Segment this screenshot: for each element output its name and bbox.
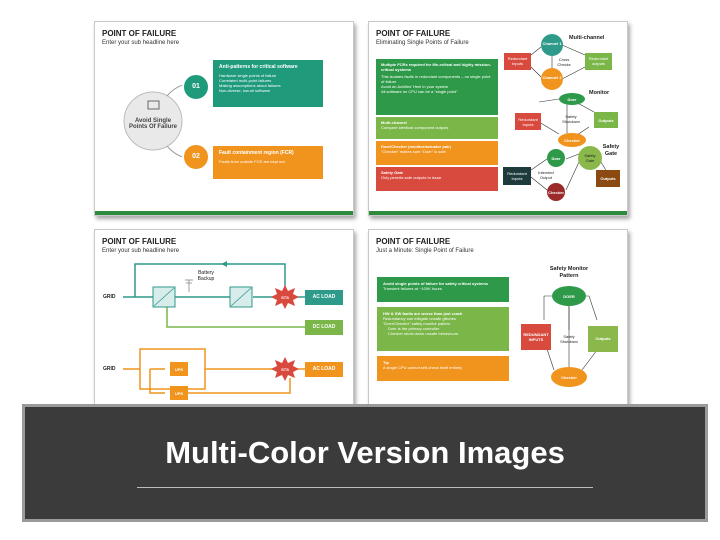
bullet: Compare identical component outputs — [381, 125, 449, 130]
slide-title: POINT OF FAILURE — [376, 29, 451, 38]
bullet: Checker shuts down unsafe behaviours — [388, 331, 459, 336]
hw-sw-faults-block: HW & SW faults are worse than just crash… — [377, 307, 509, 351]
diagram-title-safety-gate: Safety Gate — [602, 144, 620, 157]
fcr-card: Fault containment region (FCR) Faults fr… — [213, 146, 323, 179]
fcr-block: Multiple FCRs required for life-critical… — [376, 59, 498, 115]
item-number-02: 02 — [192, 153, 200, 160]
doer-checker-block: Doer/Checker (monitor/actuator pair) "Ch… — [376, 141, 498, 165]
bullet: Redundancy can mitigate unsafe glitches — [383, 316, 456, 321]
block-heading: Tip — [383, 360, 389, 365]
block-heading: Multiple FCRs required for life-critical… — [381, 62, 492, 72]
ac-load-box: AC LOAD — [305, 290, 343, 305]
slide-subtitle: Enter your sub headline here — [102, 248, 180, 254]
bullet: Transient failures at ~100K hours — [383, 286, 442, 291]
slide-title: POINT OF FAILURE — [102, 237, 177, 246]
redundant-inputs-node: Redundant Inputs — [507, 56, 528, 66]
safety-shutdown-label: Safety Shutdown — [562, 114, 580, 124]
checker-node: Checker — [548, 190, 564, 195]
outputs-node: Outputs — [598, 118, 614, 123]
ac-load-label: AC LOAD — [312, 366, 336, 372]
bullet: Making assumptions about failures — [219, 83, 281, 88]
block-heading: Avoid single points of failure for safet… — [383, 281, 488, 286]
slide-thumbnail-3[interactable]: POINT OF FAILURE Enter your sub headline… — [94, 229, 354, 424]
slide-footer-bar — [369, 211, 627, 215]
ups-box: UPS — [174, 367, 184, 372]
block-heading: HW & SW faults are worse than just crash — [383, 311, 463, 316]
tip-block: Tip A single CPU cannot self-check itsel… — [377, 356, 509, 381]
outputs-node: Outputs — [600, 176, 616, 181]
bullet: Doer is the primary controller — [388, 326, 440, 331]
slide-thumbnail-4[interactable]: POINT OF FAILURE Just a Minute: Single P… — [368, 229, 628, 424]
safety-shutdown-label: Safety Shutdown — [560, 334, 578, 344]
sts-switch: STS — [281, 295, 289, 300]
slide-title: POINT OF FAILURE — [376, 237, 451, 246]
bullet: All software on CPU can be a "single poi… — [381, 89, 458, 94]
slide-title: POINT OF FAILURE — [102, 29, 177, 38]
slide-subtitle: Just a Minute: Single Point of Failure — [376, 248, 474, 254]
slide-thumbnail-2[interactable]: POINT OF FAILURE Eliminating Single Poin… — [368, 21, 628, 216]
diagram-title-multichannel: Multi-channel — [569, 35, 605, 41]
bullet: Only permits safe outputs to issue — [381, 175, 442, 180]
bullet: Correlated multi-point failures — [219, 78, 272, 83]
doer-node: Doer — [567, 97, 577, 102]
slide4-diagram — [521, 286, 618, 387]
channel1-node: Channel 1 — [542, 41, 562, 46]
dc-load-label: DC LOAD — [312, 324, 336, 330]
block-heading: Doer/Checker (monitor/actuator pair) — [381, 144, 452, 149]
card-heading: Anti-patterns for critical software — [219, 64, 298, 70]
slide-footer-bar — [95, 211, 353, 215]
bullet: Non-diverse, low-sil software — [219, 88, 271, 93]
grid-label: GRID — [103, 366, 116, 372]
block-heading: Multi-channel — [381, 120, 407, 125]
banner-divider — [137, 487, 593, 488]
cross-checks-label: Cross Checks — [557, 57, 571, 67]
checker-node: Checker — [564, 138, 580, 143]
slide-subtitle: Eliminating Single Points of Failure — [376, 40, 469, 46]
ac-load-label: AC LOAD — [312, 294, 336, 300]
doer-node: DOER — [563, 294, 575, 299]
slide-thumbnail-1[interactable]: POINT OF FAILURE Enter your sub headline… — [94, 21, 354, 216]
safety-gate-block: Safety Gate Only permits safe outputs to… — [376, 167, 498, 191]
slide3-power-diagram — [123, 261, 311, 411]
intended-output-label: Intended Output — [538, 170, 554, 180]
redundant-outputs-node: Redundant outputs — [588, 56, 609, 66]
battery-backup-label: Battery Backup — [197, 270, 215, 283]
anti-pattern-card: Anti-patterns for critical software Hard… — [213, 60, 323, 107]
sts-switch: STS — [281, 367, 289, 372]
slide1-graphics — [123, 73, 210, 171]
item-number-01: 01 — [192, 83, 200, 90]
version-banner: Multi-Color Version Images — [22, 404, 708, 522]
outputs-node: Outputs — [595, 336, 611, 341]
bullet: "Checker" makes sure "Doer" is safe — [381, 149, 446, 154]
block-heading: Safety Gate — [381, 170, 404, 175]
diagram-title-monitor: Monitor — [589, 90, 610, 96]
checker-node: Checker — [561, 375, 577, 380]
bullet: Avoid an Achilles' Heel in your system — [381, 84, 449, 89]
grid-label: GRID — [103, 294, 116, 300]
redundant-inputs-node: REDUNDANT INPUTS — [523, 332, 549, 342]
bullet: This isolates faults in redundant compon… — [381, 74, 491, 84]
bullet: Hardware single points of failure — [219, 73, 277, 78]
bullet: Faults from outside FCR are kept out — [219, 159, 285, 164]
card-heading: Fault containment region (FCR) — [219, 150, 294, 156]
ups-box: UPS — [174, 391, 184, 396]
avoid-spof-block: Avoid single points of failure for safet… — [377, 277, 509, 302]
slide2-diagram — [503, 34, 620, 201]
ac-load-box: AC LOAD — [305, 362, 343, 377]
doer-node: Doer — [551, 156, 561, 161]
center-label: Avoid Single Points Of Failure — [129, 118, 178, 130]
safety-gate-node: Safety Gate — [584, 153, 596, 163]
diagram-title: Safety Monitor Pattern — [549, 266, 589, 279]
bullet: A single CPU cannot self-check itself en… — [383, 365, 463, 370]
dc-load-box: DC LOAD — [305, 320, 343, 335]
multichannel-block: Multi-channel Compare identical componen… — [376, 117, 498, 139]
bullet: "Doer/Checker" safety monitor pattern — [383, 321, 451, 326]
channel2-node: Channel 2 — [542, 75, 562, 80]
slide-subtitle: Enter your sub headline here — [102, 40, 180, 46]
redundant-inputs-node: Redundant Inputs — [507, 171, 527, 181]
redundant-inputs-node: Redundant Inputs — [518, 117, 538, 127]
banner-title: Multi-Color Version Images — [165, 435, 565, 470]
